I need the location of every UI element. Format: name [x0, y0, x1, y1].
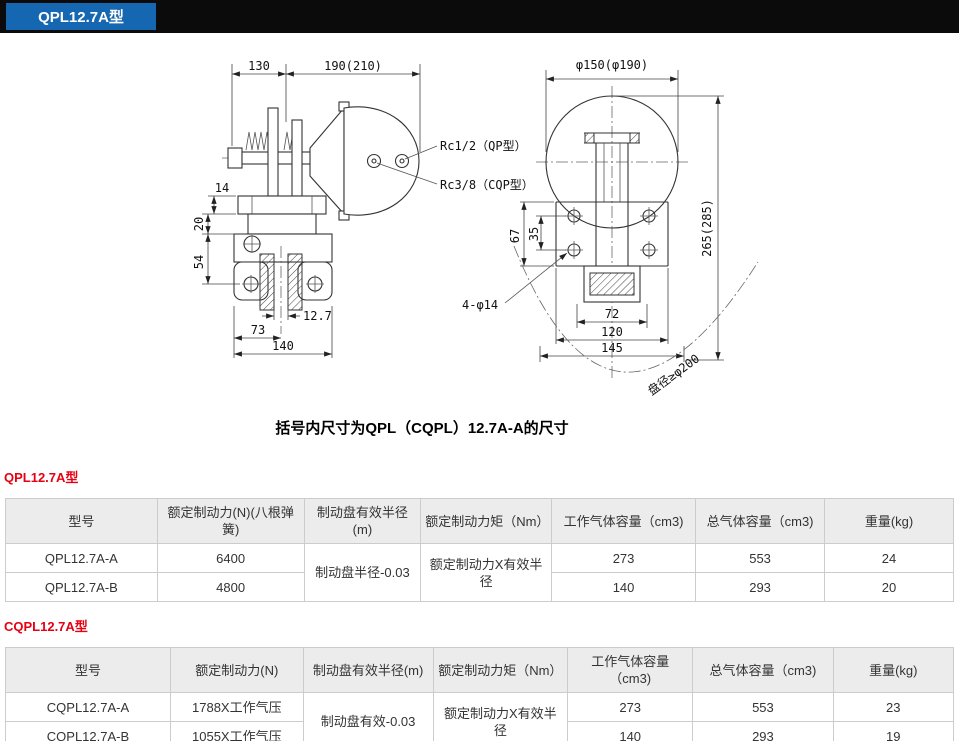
cell-model: QPL12.7A-A	[5, 543, 158, 573]
cqpl-spec-table: 型号 额定制动力(N) 制动盘有效半径(m) 额定制动力矩（Nm） 工作气体容量…	[5, 647, 955, 741]
cell-model: CQPL12.7A-B	[5, 721, 171, 741]
cell-force: 4800	[156, 572, 305, 602]
technical-drawing: 130 190(210) Rc1/2（QP型） Rc3/8（CQP型）	[192, 58, 759, 437]
qpl-spec-table: 型号 额定制动力(N)(八根弹簧) 制动盘有效半径(m) 额定制动力矩（Nm） …	[5, 498, 954, 602]
qpl-section-heading: QPL12.7A型	[4, 470, 79, 485]
dim-190-210: 190(210)	[324, 59, 382, 73]
dim-35: 35	[527, 227, 541, 241]
port-label-qp: Rc1/2（QP型）	[440, 139, 527, 153]
top-header-bar: QPL12.7A型	[0, 0, 959, 33]
cell-work-volume: 273	[567, 692, 694, 722]
col-header-model: 型号	[5, 498, 158, 544]
port-label-cqp: Rc3/8（CQP型）	[440, 178, 534, 192]
cell-weight: 19	[832, 721, 955, 741]
cqpl-header-row: 型号 额定制动力(N) 制动盘有效半径(m) 额定制动力矩（Nm） 工作气体容量…	[5, 647, 955, 693]
cell-radius: 制动盘半径-0.03	[303, 543, 422, 602]
table-row: CQPL12.7A-A 1788X工作气压 制动盘有效-0.03 额定制动力X有…	[5, 692, 955, 741]
qpl-header-row: 型号 额定制动力(N)(八根弹簧) 制动盘有效半径(m) 额定制动力矩（Nm） …	[5, 498, 954, 544]
cell-work-volume: 140	[551, 572, 697, 602]
page-title: QPL12.7A型	[6, 3, 156, 30]
drawing-caption: 括号内尺寸为QPL（CQPL）12.7A-A的尺寸	[275, 419, 568, 437]
col-header-weight: 重量(kg)	[824, 498, 954, 544]
front-view: φ150(φ190) 67 35	[462, 58, 759, 398]
cell-force: 6400	[156, 543, 305, 573]
dim-phi150-190: φ150(φ190)	[576, 58, 648, 72]
col-header-weight: 重量(kg)	[832, 647, 955, 693]
cell-total-volume: 553	[695, 543, 826, 573]
cell-radius: 制动盘有效-0.03	[302, 692, 434, 741]
col-header-torque: 额定制动力矩（Nm）	[420, 498, 553, 544]
cell-model: CQPL12.7A-A	[5, 692, 171, 722]
dim-265-285: 265(285)	[700, 199, 714, 257]
dim-130: 130	[248, 59, 270, 73]
cell-total-volume: 553	[692, 692, 834, 722]
dim-20: 20	[192, 217, 206, 231]
col-header-radius: 制动盘有效半径(m)	[302, 647, 434, 693]
cell-total-volume: 293	[692, 721, 834, 741]
cell-weight: 23	[832, 692, 955, 722]
col-header-radius: 制动盘有效半径(m)	[303, 498, 422, 544]
cell-model: QPL12.7A-B	[5, 572, 158, 602]
cqpl-section-heading: CQPL12.7A型	[4, 619, 88, 634]
cell-force: 1055X工作气压	[169, 721, 304, 741]
col-header-total-volume: 总气体容量（cm3)	[695, 498, 826, 544]
cell-work-volume: 140	[567, 721, 694, 741]
table-row: CQPL12.7A-B 1055X工作气压 140 293 19	[5, 721, 955, 741]
col-header-model: 型号	[5, 647, 171, 693]
dim-140: 140	[272, 339, 294, 353]
label-4-phi14: 4-φ14	[462, 298, 498, 312]
col-header-force: 额定制动力(N)(八根弹簧)	[156, 498, 305, 544]
col-header-force: 额定制动力(N)	[169, 647, 304, 693]
dim-54: 54	[192, 255, 206, 269]
cell-weight: 20	[824, 572, 954, 602]
cell-torque: 额定制动力X有效半径	[432, 692, 569, 741]
dim-12-7: 12.7	[303, 309, 332, 323]
cell-torque: 额定制动力X有效半径	[420, 543, 553, 602]
side-view: 130 190(210) Rc1/2（QP型） Rc3/8（CQP型）	[192, 59, 534, 358]
dim-72: 72	[605, 307, 619, 321]
cell-weight: 24	[824, 543, 954, 573]
cell-work-volume: 273	[551, 543, 697, 573]
cell-total-volume: 293	[695, 572, 826, 602]
col-header-work-volume: 工作气体容量（cm3)	[567, 647, 694, 693]
table-row: QPL12.7A-B 4800 140 293 20	[5, 572, 954, 602]
col-header-total-volume: 总气体容量（cm3)	[692, 647, 834, 693]
dim-14: 14	[215, 181, 229, 195]
col-header-work-volume: 工作气体容量（cm3)	[551, 498, 697, 544]
table-row: QPL12.7A-A 6400 制动盘半径-0.03 额定制动力X有效半径 27…	[5, 543, 954, 602]
dim-67: 67	[508, 229, 522, 243]
disc-diameter-note: 盘径≥φ200	[645, 351, 702, 398]
col-header-torque: 额定制动力矩（Nm）	[432, 647, 569, 693]
dim-73: 73	[251, 323, 265, 337]
dim-145: 145	[601, 341, 623, 355]
cell-force: 1788X工作气压	[169, 692, 304, 722]
dim-120: 120	[601, 325, 623, 339]
